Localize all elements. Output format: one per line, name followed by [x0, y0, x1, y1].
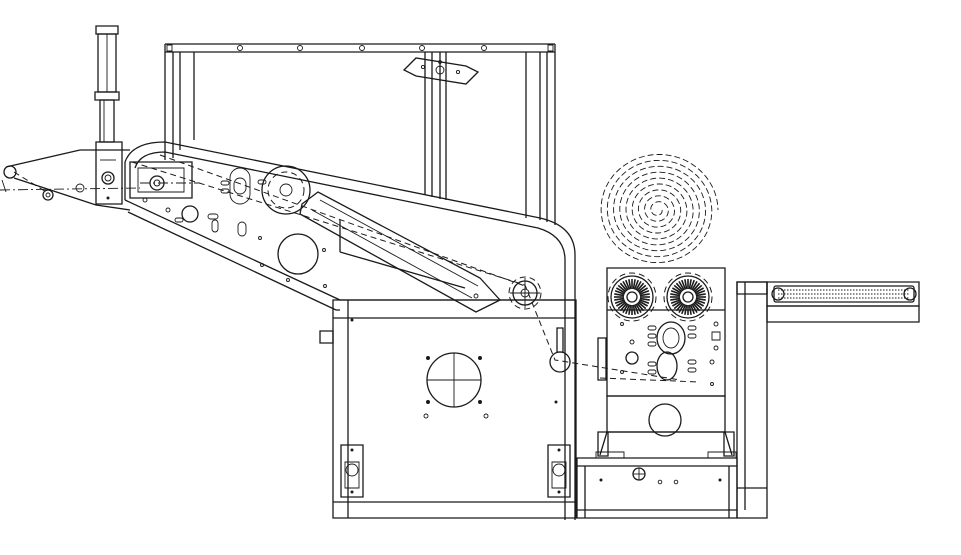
main-cabinet [320, 300, 576, 518]
inclined-conveyor [125, 142, 680, 520]
pinch-roller [664, 273, 712, 321]
pinch-roller [608, 273, 656, 321]
roll-spiral [601, 155, 718, 263]
swing-arm [0, 150, 140, 210]
material-roll [601, 155, 718, 263]
base-platform [577, 458, 737, 518]
roller-unit [596, 268, 736, 458]
pneumatic-cylinder [95, 26, 122, 204]
overhead-frame [165, 44, 555, 225]
output-conveyor [737, 282, 919, 518]
